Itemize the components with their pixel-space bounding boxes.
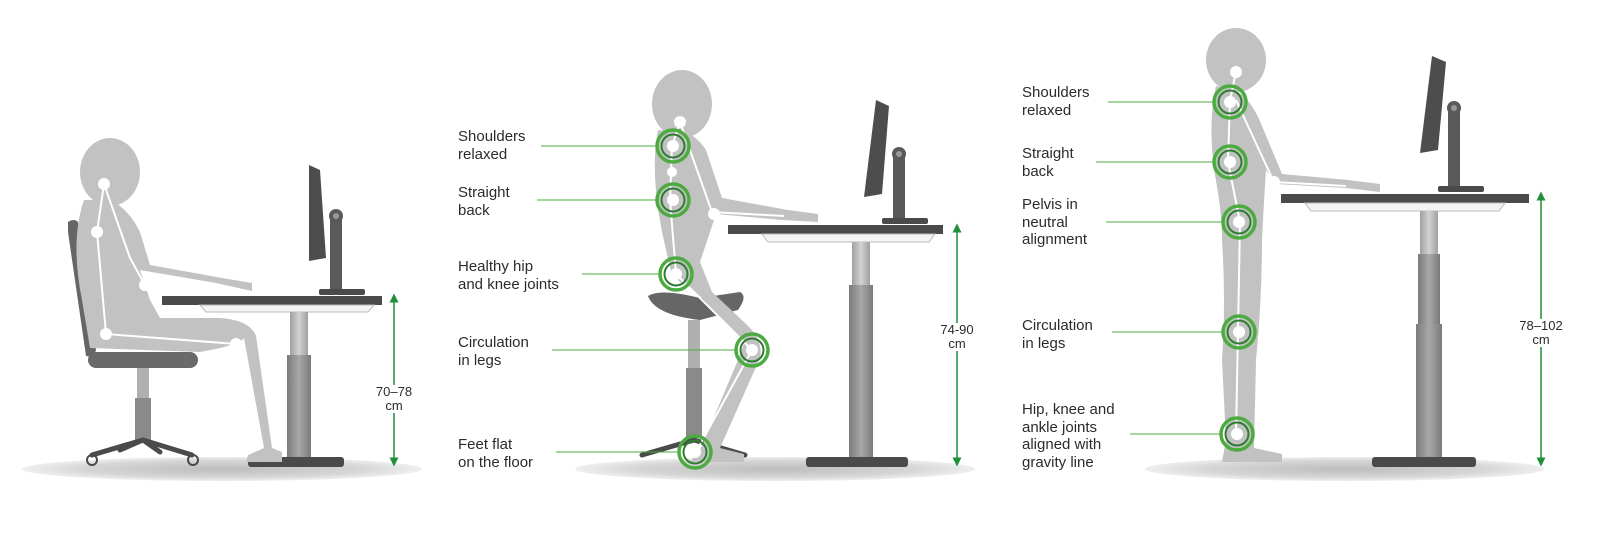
knee-joint-ring: [734, 332, 770, 368]
desk: [162, 296, 382, 467]
back-joint-ring: [1212, 144, 1248, 180]
label-circulation-legs: Circulation in legs: [1022, 317, 1093, 352]
seated-joints: [91, 178, 242, 350]
floor-shadow: [22, 457, 422, 481]
ankle-joint-ring: [677, 434, 713, 470]
panel-standing: [1096, 28, 1546, 481]
standing-figure: [1206, 28, 1380, 462]
standing-leader-lines: [1096, 101, 1223, 435]
floor-shadow: [575, 457, 975, 481]
label-pelvis-neutral: Pelvis in neutral alignment: [1022, 196, 1088, 248]
desk: [728, 225, 943, 467]
label-straight-back: Straight back: [458, 184, 510, 219]
label-shoulders-relaxed: Shoulders relaxed: [1022, 84, 1090, 119]
standing-small-joints: [1230, 66, 1280, 188]
stool-highlighted-joints: [655, 128, 770, 470]
label-feet-flat: Feet flat on the floor: [458, 436, 534, 471]
label-shoulders-relaxed: Shoulders relaxed: [458, 128, 526, 163]
monitor: [1420, 56, 1484, 192]
label-healthy-hip-knee: Healthy hip and knee joints: [458, 258, 559, 293]
monitor: [309, 165, 365, 295]
stool-leader-lines: [537, 145, 736, 453]
height-range-saddle-stool: 74-90 cm: [934, 323, 980, 351]
back-joint-ring: [655, 182, 691, 218]
knee-joint-ring: [1221, 314, 1257, 350]
hip-joint-ring: [658, 256, 694, 292]
ankle-joint-ring: [1219, 416, 1255, 452]
seated-figure: [76, 138, 282, 462]
panel-sitting: [22, 138, 422, 481]
shoulder-joint-ring: [655, 128, 691, 164]
pelvis-joint-ring: [1221, 204, 1257, 240]
desk: [1281, 194, 1529, 467]
shoulder-joint-ring: [1212, 84, 1248, 120]
stool-small-joints: [667, 116, 720, 220]
monitor: [864, 100, 928, 224]
floor-shadow: [1145, 457, 1545, 481]
label-joints-aligned: Hip, knee and ankle joints aligned with …: [1022, 401, 1115, 471]
height-range-sitting: 70–78 cm: [372, 385, 416, 413]
label-circulation-legs: Circulation in legs: [458, 334, 529, 369]
label-straight-back: Straight back: [1022, 145, 1074, 180]
height-range-standing: 78–102 cm: [1514, 319, 1568, 347]
stool-figure: [652, 70, 818, 462]
panel-saddle-stool: [537, 70, 975, 481]
